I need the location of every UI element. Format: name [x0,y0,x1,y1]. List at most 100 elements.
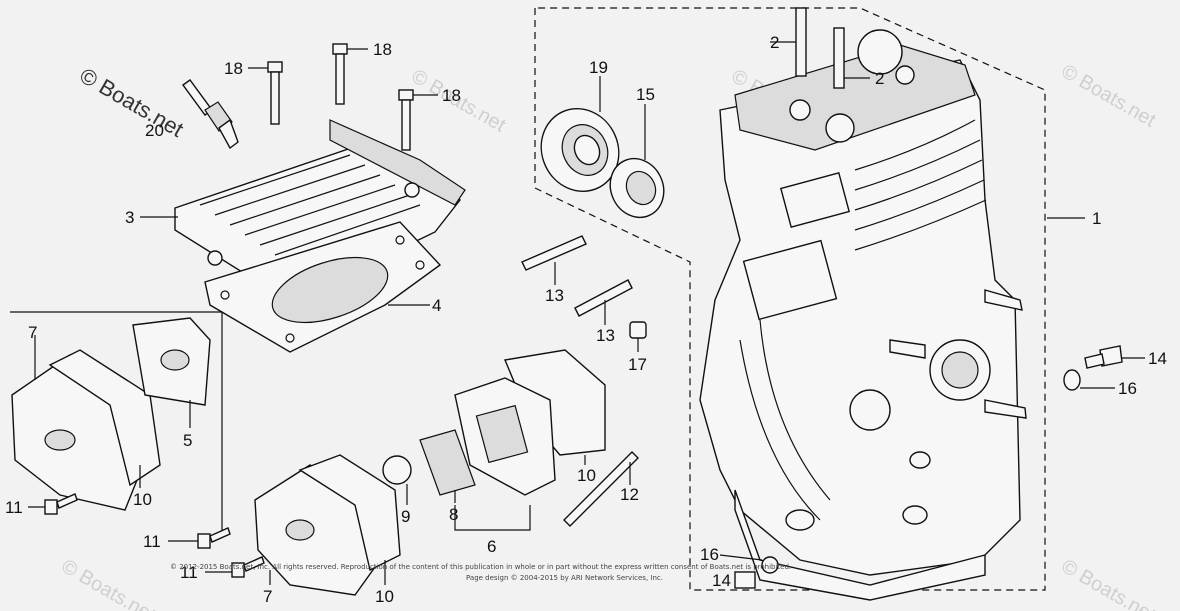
watermark-main: © Boats.net [76,63,188,142]
head-fins [199,154,421,256]
bearing-group[interactable] [528,76,673,226]
stud-bolt[interactable] [795,7,807,77]
flange-bolt[interactable] [197,533,211,549]
bolt-shank[interactable] [401,99,411,151]
sealing-washer[interactable] [1063,369,1081,391]
flange-bolt[interactable] [231,562,245,578]
stud-bolt[interactable] [574,279,633,317]
callout-18[interactable]: 18 [224,59,243,78]
head-bolt-group[interactable] [248,43,438,151]
breather-sleeve[interactable] [382,455,412,485]
drain-bolt-group[interactable] [719,217,1145,589]
long-stud-group[interactable] [563,451,639,527]
callout-8[interactable]: 8 [449,505,458,524]
stud-bolt-2-group[interactable] [770,7,870,89]
callout-7[interactable]: 7 [263,587,272,606]
mount-boss [785,509,815,531]
callout-12[interactable]: 12 [620,485,639,504]
callout-9[interactable]: 9 [401,507,410,526]
bearing-bore [573,134,601,166]
callout-16[interactable]: 16 [700,545,719,564]
callout-4[interactable]: 4 [432,296,441,315]
callout-14[interactable]: 14 [712,571,731,590]
lower-cover-group[interactable] [254,454,401,596]
cover-bolt-group[interactable] [28,493,265,578]
watermark-faint: © Boats.net [1058,60,1160,132]
sealing-washer-bottom[interactable] [761,556,779,574]
callout-10[interactable]: 10 [375,587,394,606]
bolt-shank[interactable] [270,71,280,125]
stud-boss [889,339,926,359]
bolt-head[interactable] [332,43,348,55]
callout-11[interactable]: 11 [5,498,23,517]
bolt-hole [404,182,420,198]
callout-18[interactable]: 18 [373,40,392,59]
bolt-hole [895,65,915,85]
cylinder-block-group [534,7,1046,601]
spark-plug-group[interactable] [182,79,239,150]
cover-gasket-lower[interactable] [298,454,401,572]
cylinder-block[interactable] [699,59,1021,576]
watermark-faint: © Boats.net [58,555,160,611]
cover-boss [285,519,315,541]
callout-20[interactable]: 20 [145,121,164,140]
stud-bolt[interactable] [833,27,845,89]
group-frame [10,311,223,532]
breather-assembly-group[interactable] [382,349,606,531]
intake-flange [779,172,851,228]
callout-3[interactable]: 3 [125,208,134,227]
callout-5[interactable]: 5 [183,431,192,450]
leader-line [719,554,763,561]
callout-1[interactable]: 1 [1092,209,1101,228]
callout-10[interactable]: 10 [577,466,596,485]
callout-18[interactable]: 18 [442,86,461,105]
watermark-faint: © Boats.net [1058,555,1160,611]
bolt-head[interactable] [398,89,414,101]
breather-hole [160,349,190,371]
callout-13[interactable]: 13 [545,286,564,305]
bolt-shank[interactable] [335,53,345,105]
flange-bolt[interactable] [44,499,58,515]
mount-boss [902,505,928,525]
crankshaft-bore [941,351,979,389]
bolt-head[interactable] [267,61,283,73]
head-rocker-boss [329,119,466,206]
callout-17[interactable]: 17 [628,355,647,374]
valve-port [825,113,855,143]
callout-16[interactable]: 16 [1118,379,1137,398]
stud-bolt[interactable] [521,235,587,271]
callout-10[interactable]: 10 [133,490,152,509]
head-gasket-group[interactable] [204,221,442,353]
callout-2[interactable]: 2 [770,33,779,52]
cover-gasket[interactable] [48,349,161,487]
dowel-pin-group[interactable] [629,321,647,352]
spark-plug-thread [218,118,239,150]
casting-edge [739,319,831,521]
callout-15[interactable]: 15 [636,85,655,104]
drain-bolt-bottom[interactable] [734,571,756,589]
callout-7[interactable]: 7 [28,323,37,342]
callout-11[interactable]: 11 [143,532,161,551]
callout-2[interactable]: 2 [875,69,884,88]
stud-13-group[interactable] [521,235,633,325]
callout-6[interactable]: 6 [487,537,496,556]
bolt-hole [207,250,223,266]
mount-boss [909,451,931,469]
cooling-fins [854,119,987,251]
footer-copyright: © 2012-2015 Boats.net, Inc. All rights r… [170,563,791,582]
callout-19[interactable]: 19 [589,58,608,77]
long-stud[interactable] [563,451,639,527]
breather-filter[interactable] [419,429,476,496]
dowel-pin[interactable] [629,321,647,339]
bracket-6 [454,505,531,531]
callout-14[interactable]: 14 [1148,349,1167,368]
bolt-hole [789,99,811,121]
callout-labels: 1 2 2 3 4 5 6 7 7 8 9 10 10 10 11 11 11 … [5,33,1167,606]
footer-line-2: Page design © 2004-2015 by ARI Network S… [466,574,663,582]
callout-13[interactable]: 13 [596,326,615,345]
cylinder-head-group[interactable] [140,119,466,303]
callout-11[interactable]: 11 [180,563,198,582]
drain-bolt-shank [1084,353,1105,369]
